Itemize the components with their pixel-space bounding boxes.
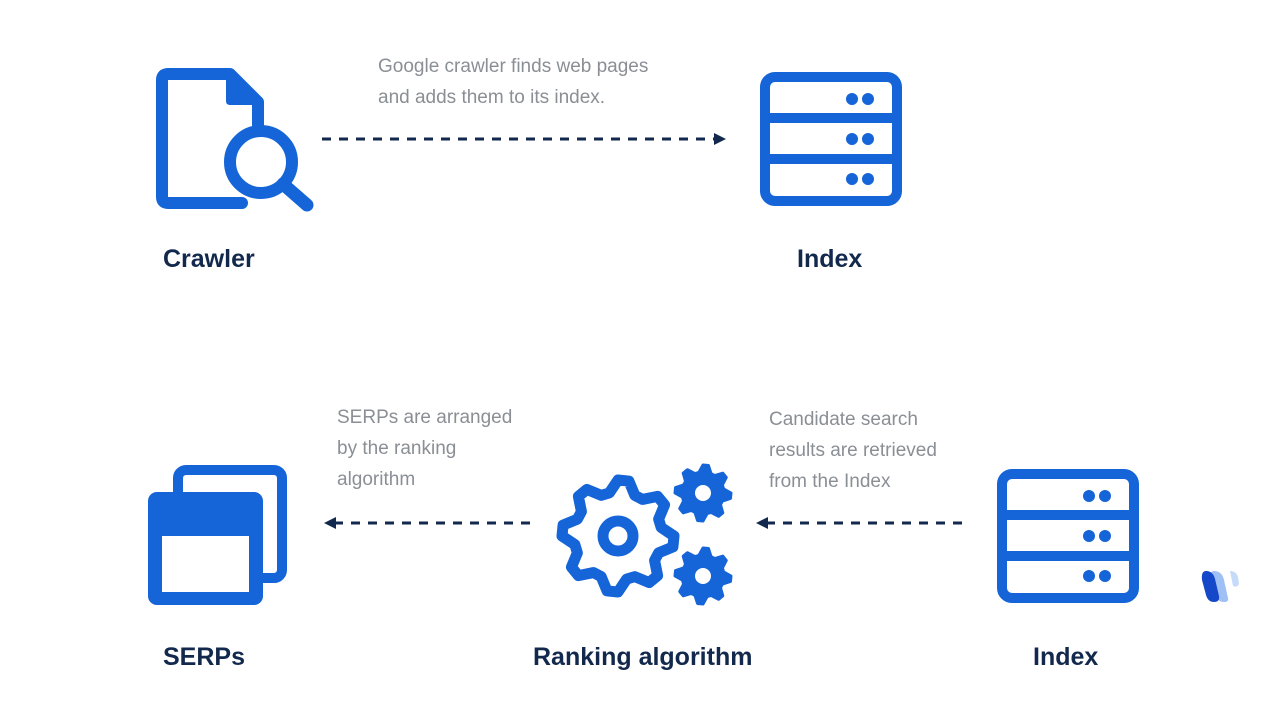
serps-description-line: algorithm xyxy=(337,469,416,490)
serps-label: SERPs xyxy=(163,643,245,671)
index-bottom-label: Index xyxy=(1033,643,1099,671)
retrieve-description: Candidate search results are retrieved f… xyxy=(769,404,937,497)
index-top-label: Index xyxy=(797,245,863,273)
serps-description: SERPs are arranged by the ranking algori… xyxy=(337,402,512,495)
crawler-label: Crawler xyxy=(163,245,255,273)
ranking-label: Ranking algorithm xyxy=(533,643,753,671)
retrieve-description-line: Candidate search xyxy=(769,409,918,430)
server-stack-icon xyxy=(997,469,1139,603)
serps-description-line: by the ranking xyxy=(337,438,457,459)
retrieve-description-line: results are retrieved xyxy=(769,440,937,461)
server-stack-icon xyxy=(760,72,902,206)
ranking-to-serps-arrow xyxy=(324,517,536,529)
serps-description-line: SERPs are arranged xyxy=(337,407,513,428)
index-to-ranking-arrow xyxy=(756,517,968,529)
crawl-description: Google crawler finds web pages and adds … xyxy=(378,51,648,113)
retrieve-description-line: from the Index xyxy=(769,471,891,492)
crawl-description-line: Google crawler finds web pages xyxy=(378,56,649,77)
crawl-description-line: and adds them to its index. xyxy=(378,87,606,108)
stacked-windows-icon xyxy=(148,465,287,605)
crawl-to-index-arrow xyxy=(322,133,726,145)
brand-logo-icon xyxy=(1201,571,1239,602)
gears-icon xyxy=(556,463,733,606)
document-search-icon xyxy=(156,68,314,212)
